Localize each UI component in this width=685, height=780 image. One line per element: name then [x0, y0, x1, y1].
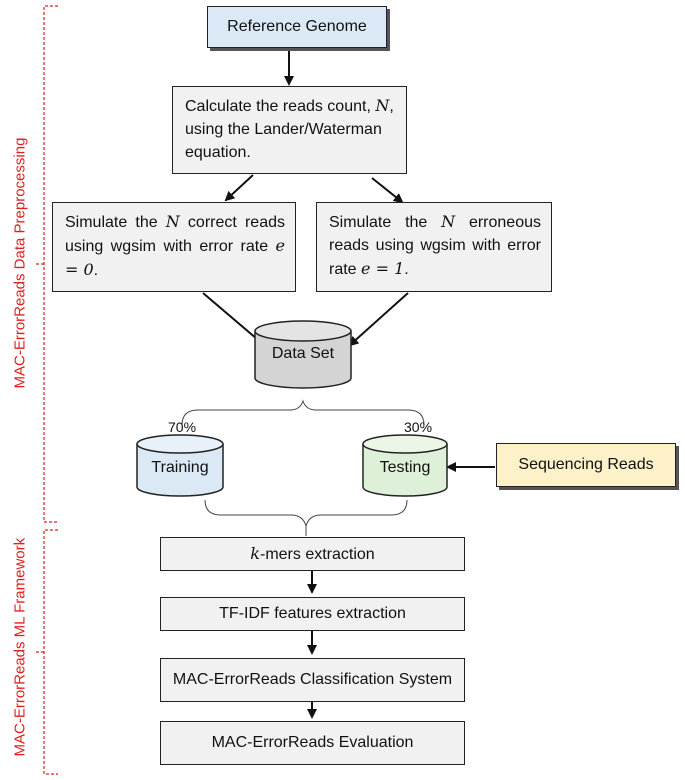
- training-cylinder: [136, 434, 224, 497]
- simulate-erroneous-box: Simulate the N erroneous reads using wgs…: [316, 202, 552, 292]
- simulate-erroneous-end: .: [404, 261, 409, 279]
- reference-genome-box: Reference Genome: [207, 6, 387, 48]
- arrow-erroneous-to-dataset: [348, 292, 409, 347]
- merge-brace: [204, 499, 408, 528]
- simulate-correct-var-n: N: [165, 212, 180, 231]
- simulate-correct-pre: Simulate the: [65, 214, 166, 231]
- calculate-var-n: N: [375, 96, 390, 115]
- testing-label: Testing: [379, 459, 431, 476]
- preprocessing-bracket: [36, 5, 58, 523]
- simulate-erroneous-post: erroneous reads using wgsim with error r…: [329, 214, 541, 279]
- arrow-calculate-to-erroneous: [371, 177, 404, 204]
- data-set-cylinder: [254, 320, 352, 389]
- calculate-line3: equation.: [185, 144, 251, 162]
- split-brace: [181, 399, 425, 426]
- evaluation-box: MAC-ErrorReads Evaluation: [160, 721, 465, 765]
- testing-cylinder: [362, 434, 448, 497]
- tfidf-label: TF-IDF features extraction: [219, 605, 406, 623]
- simulate-erroneous-pre: Simulate the: [329, 214, 442, 231]
- simulate-correct-box: Simulate the N correct reads using wgsim…: [52, 202, 296, 292]
- simulate-erroneous-eq: e = 1: [361, 259, 405, 279]
- reference-genome-label: Reference Genome: [227, 18, 367, 36]
- sequencing-reads-box: Sequencing Reads: [496, 443, 676, 487]
- kmers-var-k: k: [250, 543, 260, 563]
- preprocessing-section-label: MAC-ErrorReads Data Preprocessing: [11, 137, 29, 389]
- simulate-erroneous-var-n: N: [441, 212, 456, 231]
- testing-percentage: 30%: [404, 419, 433, 435]
- sequencing-reads-label: Sequencing Reads: [518, 456, 654, 474]
- arrow-correct-to-dataset: [202, 292, 266, 347]
- calculate-line1-post: ,: [389, 98, 394, 115]
- simulate-correct-eq: e = 0: [65, 236, 285, 280]
- data-set-label: Data Set: [271, 345, 335, 362]
- calculate-line2: using the Lander/Waterman: [185, 121, 382, 139]
- classification-label: MAC-ErrorReads Classification System: [172, 671, 453, 689]
- simulate-correct-end: .: [93, 262, 99, 280]
- tfidf-extraction-box: TF-IDF features extraction: [160, 597, 465, 631]
- framework-bracket: [36, 529, 58, 775]
- simulate-correct-post: correct reads using wgsim with error rat…: [65, 214, 285, 256]
- training-label: Training: [151, 459, 209, 476]
- calculate-line1-pre: Calculate the reads count,: [185, 98, 376, 115]
- training-percentage: 70%: [168, 419, 197, 435]
- evaluation-label: MAC-ErrorReads Evaluation: [211, 734, 414, 752]
- framework-section-label: MAC-ErrorReads ML Framework: [11, 537, 29, 757]
- calculate-reads-count-box: Calculate the reads count, N, using the …: [172, 86, 407, 174]
- arrow-calculate-to-correct: [224, 174, 254, 202]
- kmers-label: -mers extraction: [260, 545, 375, 563]
- classification-system-box: MAC-ErrorReads Classification System: [160, 658, 465, 702]
- kmers-extraction-box: k-mers extraction: [160, 537, 465, 571]
